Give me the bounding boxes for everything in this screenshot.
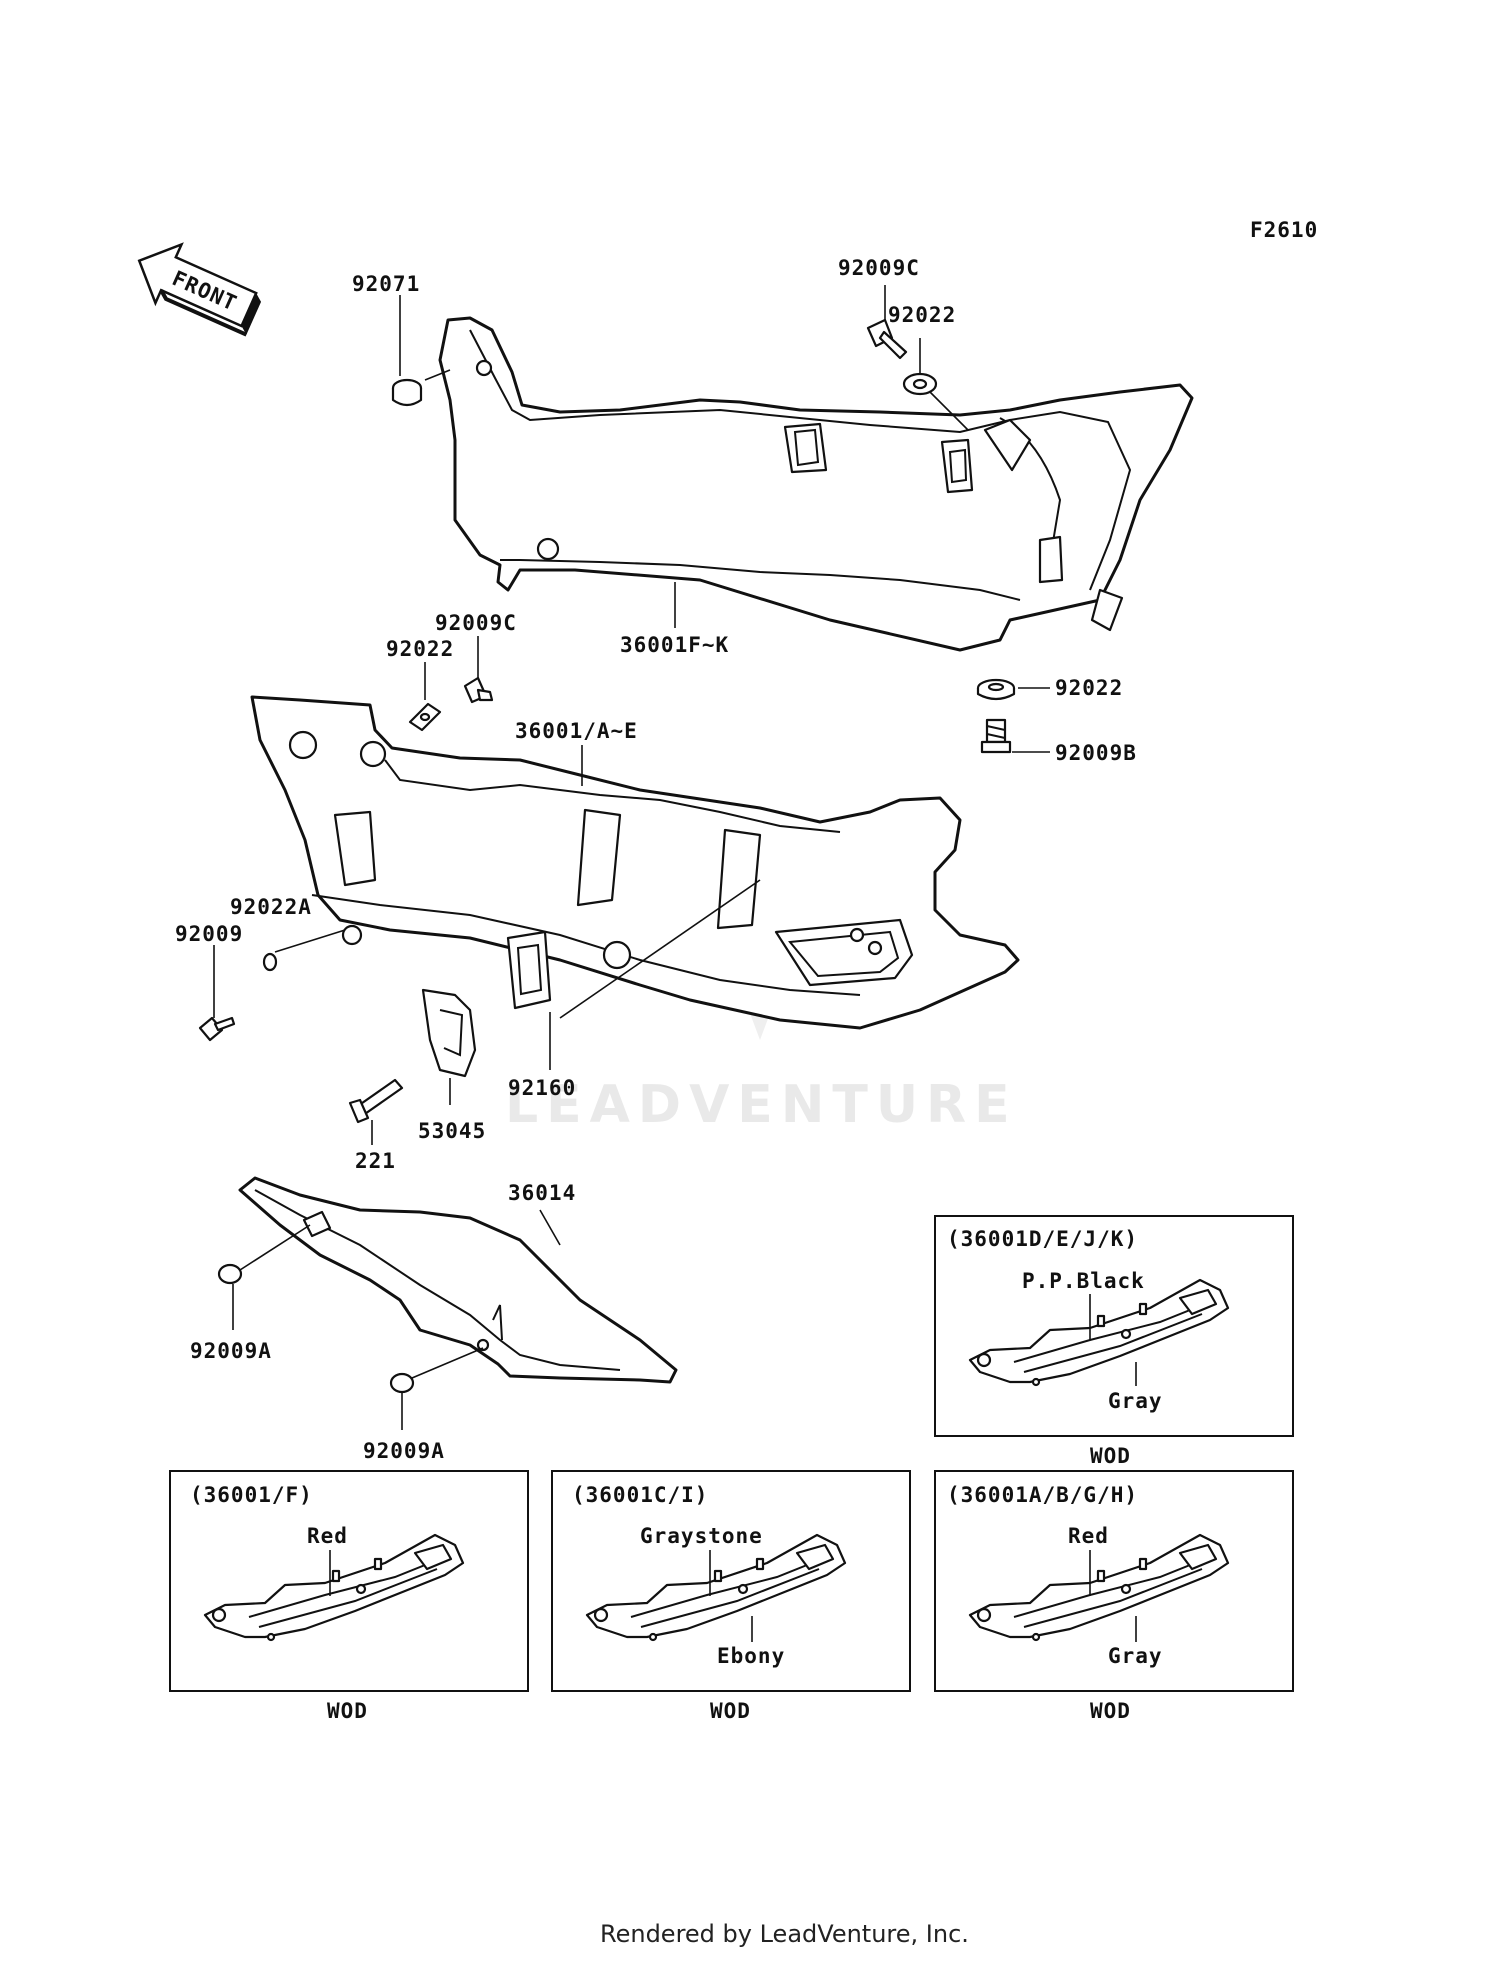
leader-lines xyxy=(213,285,1050,1430)
inset-title: (36001A/B/G/H) xyxy=(947,1483,1138,1507)
label-221: 221 xyxy=(355,1149,396,1173)
inset-title: (36001C/I) xyxy=(572,1483,708,1507)
label-92022a: 92022A xyxy=(230,895,312,919)
bolt-92009-icon xyxy=(198,1016,236,1042)
washer-92022a-icon xyxy=(262,952,278,972)
lower-side-cover-part xyxy=(250,695,1020,1030)
upper-side-cover-part xyxy=(438,316,1194,652)
washer-92022-top-icon xyxy=(902,372,938,396)
inset-upper-label: Graystone xyxy=(640,1524,763,1548)
inset-code: WOD xyxy=(1090,1444,1131,1468)
washer-92022-mid-icon xyxy=(408,702,442,732)
inset-upper-label: Red xyxy=(1068,1524,1109,1548)
washer-92022-right-icon xyxy=(976,678,1016,701)
label-36001f-k: 36001F~K xyxy=(620,633,729,657)
footer-credit: Rendered by LeadVenture, Inc. xyxy=(600,1920,969,1948)
label-92009c-top: 92009C xyxy=(838,256,920,280)
bolt-92009a-lower-icon xyxy=(389,1347,484,1394)
bolt-92009b-icon xyxy=(980,718,1012,754)
label-92009a-upper: 92009A xyxy=(190,1339,272,1363)
grommet-92071-icon xyxy=(391,369,451,407)
inset-lower-label: Gray xyxy=(1108,1644,1163,1668)
bolt-92009c-mid-icon xyxy=(463,676,494,704)
bolt-92009a-upper-icon xyxy=(217,1224,311,1285)
inset-title: (36001D/E/J/K) xyxy=(947,1227,1138,1251)
bracket-53045-icon xyxy=(421,988,477,1078)
label-92009b: 92009B xyxy=(1055,741,1137,765)
inset-upper-label: P.P.Black xyxy=(1022,1269,1145,1293)
label-92009: 92009 xyxy=(175,922,243,946)
inset-code: WOD xyxy=(327,1699,368,1723)
color-inset-36001a-b-g-h: (36001A/B/G/H) Red Gray WOD xyxy=(934,1470,1294,1723)
inset-upper-label: Red xyxy=(307,1524,348,1548)
inset-title: (36001/F) xyxy=(190,1483,313,1507)
inset-lower-label: Ebony xyxy=(717,1644,785,1668)
color-inset-36001-f: (36001/F) Red WOD xyxy=(169,1470,529,1723)
inset-code: WOD xyxy=(710,1699,751,1723)
label-92160: 92160 xyxy=(508,1076,576,1100)
front-arrow-icon: FRONT xyxy=(137,242,262,337)
label-36001-a-e: 36001/A~E xyxy=(515,719,638,743)
rubber-92160-icon xyxy=(506,930,552,1010)
label-92022-right: 92022 xyxy=(1055,676,1123,700)
watermark-text: LEADVENTURE xyxy=(505,1075,1018,1135)
inset-lower-label: Gray xyxy=(1108,1389,1163,1413)
label-92009c-mid: 92009C xyxy=(435,611,517,635)
label-92071: 92071 xyxy=(352,272,420,296)
label-92022-mid: 92022 xyxy=(386,637,454,661)
label-92009a-lower: 92009A xyxy=(363,1439,445,1463)
chain-guard-part xyxy=(238,1176,678,1384)
color-inset-36001c-i: (36001C/I) Graystone Ebony WOD xyxy=(551,1470,911,1723)
figure-code: F2610 xyxy=(1250,218,1318,242)
label-53045: 53045 xyxy=(418,1119,486,1143)
label-92022-top: 92022 xyxy=(888,303,956,327)
screw-221-icon xyxy=(348,1078,404,1124)
color-inset-36001d-e-j-k: (36001D/E/J/K) P.P.Black Gray WOD xyxy=(934,1215,1294,1468)
label-36014: 36014 xyxy=(508,1181,576,1205)
inset-code: WOD xyxy=(1090,1699,1131,1723)
bolt-92009c-top-icon xyxy=(866,318,908,360)
